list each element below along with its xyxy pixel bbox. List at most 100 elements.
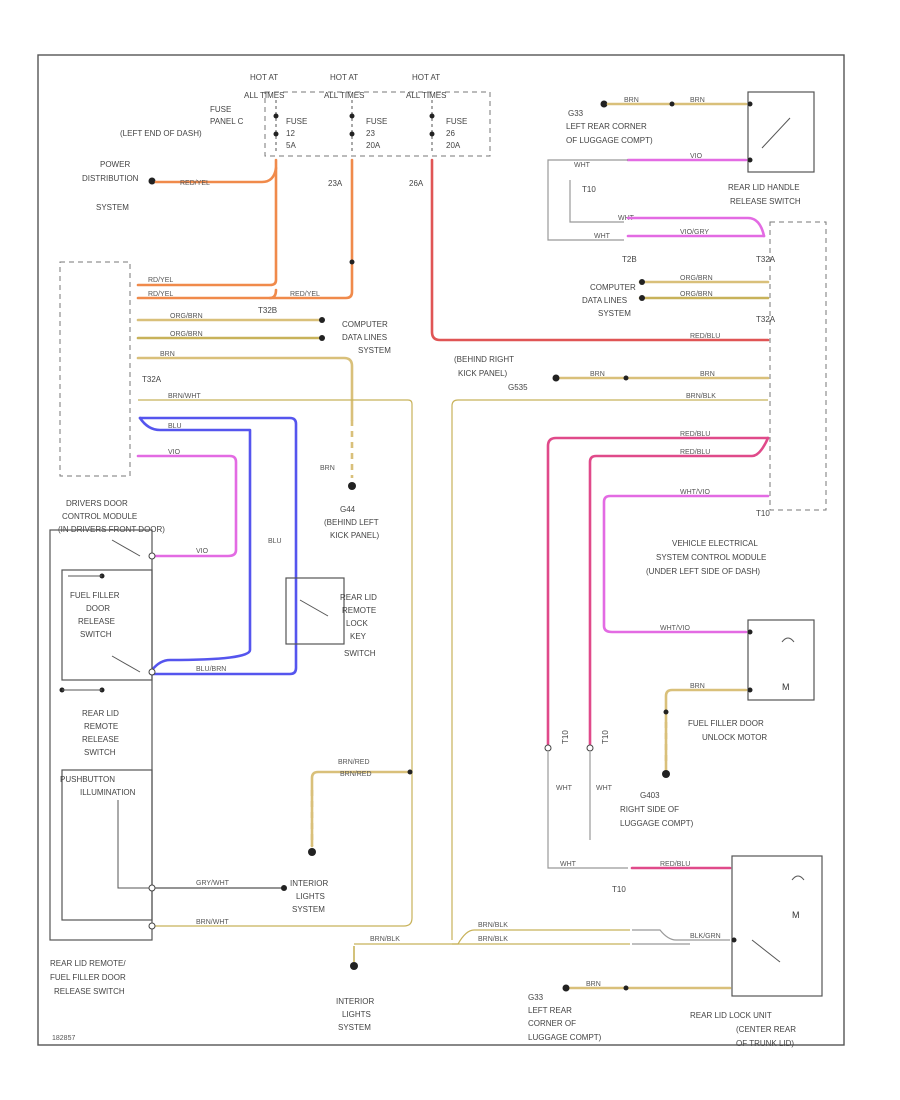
computer-data-right-l3: SYSTEM: [598, 309, 631, 318]
fuse-panel-l2: PANEL C: [210, 117, 244, 126]
hot-at-2-l2: ALL TIMES: [324, 91, 364, 100]
wire-label-red-yel-1: RED/YEL: [180, 180, 210, 187]
wire-label-brn-blk-4: BRN/BLK: [478, 936, 508, 943]
hot-at-1-l2: ALL TIMES: [244, 91, 284, 100]
conn-t32a-left: T32A: [142, 375, 162, 384]
pushbutton-l2: ILLUMINATION: [80, 788, 136, 797]
wire-label-red-yel-2: RD/YEL: [148, 277, 173, 284]
key-switch-l4: KEY: [350, 632, 367, 641]
fuel-motor-l2: UNLOCK MOTOR: [702, 733, 767, 742]
lock-motor-m: M: [792, 910, 800, 920]
ground-right-lug-l3: LUGGAGE COMPT): [620, 819, 694, 828]
lock-unit-l1: REAR LID LOCK UNIT: [690, 1011, 772, 1020]
vesm-l3: (UNDER LEFT SIDE OF DASH): [646, 567, 760, 576]
wire-label-org-brn-4: ORG/BRN: [680, 291, 713, 298]
fuse-12-name: FUSE: [286, 117, 307, 126]
pushbutton-l1: PUSHBUTTON: [60, 775, 115, 784]
vesm-l1: VEHICLE ELECTRICAL: [672, 539, 758, 548]
wire-label-wht-vio-2: WHT/VIO: [660, 625, 690, 632]
fuse-23-name: FUSE: [366, 117, 387, 126]
fuse-panel-l1: FUSE: [210, 105, 231, 114]
wire-label-brn-blk-2: BRN/BLK: [370, 936, 400, 943]
ground-left-rear-l1: G33: [568, 109, 584, 118]
wire-label-org-brn-3: ORG/BRN: [680, 275, 713, 282]
fuse-12-amp: 5A: [286, 141, 296, 150]
ground-left-rear-b-l4: LUGGAGE COMPT): [528, 1033, 602, 1042]
ground-right-kick-l3: G535: [508, 383, 528, 392]
wire-label-red-blu-3: RED/BLU: [680, 449, 710, 456]
wire-label-red-blu-2: RED/BLU: [680, 431, 710, 438]
handle-switch-l1: REAR LID HANDLE: [728, 183, 800, 192]
wire-label-brn-4: BRN: [690, 97, 705, 104]
driver-module-l2: CONTROL MODULE: [62, 512, 137, 521]
ground-left-rear-b-l3: CORNER OF: [528, 1019, 576, 1028]
wire-label-brn-7: BRN: [690, 683, 705, 690]
fuse-23-amp: 20A: [366, 141, 381, 150]
remote-switch-l1: REAR LID: [82, 709, 119, 718]
fuse-12-num: 12: [286, 129, 295, 138]
ground-left-rear-b-l2: LEFT REAR: [528, 1006, 572, 1015]
fuse-23-num: 23: [366, 129, 375, 138]
wire-label-gry-wht: GRY/WHT: [196, 880, 230, 887]
wire-label-brn-wht-1: BRN/WHT: [168, 393, 201, 400]
wire-label-red-blu-4: RED/BLU: [660, 861, 690, 868]
wire-label-red-yel-4: RED/YEL: [290, 291, 320, 298]
wire-label-wht-5: WHT: [596, 785, 613, 792]
wire-label-brn-blk-1: BRN/BLK: [686, 393, 716, 400]
fuel-motor-box: [747, 619, 815, 701]
key-switch-l3: LOCK: [346, 619, 368, 628]
fuse-panel-l3: (LEFT END OF DASH): [120, 129, 202, 138]
wire-label-vio-3: VIO: [690, 153, 703, 160]
driver-module-l1: DRIVERS DOOR: [66, 499, 128, 508]
wire-label-brn-8: BRN: [586, 981, 601, 988]
vesm-box: [769, 221, 827, 511]
interior-bottom-l2: LIGHTS: [342, 1010, 371, 1019]
wire-label-brn-red-2: BRN/RED: [340, 771, 372, 778]
computer-data-left-l2: DATA LINES: [342, 333, 387, 342]
ground-right-lug-l2: RIGHT SIDE OF: [620, 805, 679, 814]
drivers-door-control-module-box: [59, 261, 131, 477]
rear-lid-key-switch-box: [285, 577, 345, 645]
fuse-26-name: FUSE: [446, 117, 467, 126]
hot-at-2-l1: HOT AT: [330, 73, 358, 82]
wire-label-vio-grn: VIO/GRY: [680, 229, 709, 236]
rear-lid-remote-switch: REAR LID REMOTE RELEASE SWITCH: [59, 655, 156, 757]
wire-label-brn-6: BRN: [700, 371, 715, 378]
fuel-motor-l1: FUEL FILLER DOOR: [688, 719, 764, 728]
fuse-block: HOT AT ALL TIMES HOT AT ALL TIMES HOT AT…: [120, 73, 491, 188]
conn-t10-a: T10: [582, 185, 596, 194]
ground-right-kick-l1: (BEHIND RIGHT: [454, 355, 514, 364]
rear-lid-handle-switch-box: [747, 91, 815, 173]
key-switch-l5: SWITCH: [344, 649, 376, 658]
wire-label-brn-wht-2: BRN/WHT: [196, 919, 229, 926]
wire-label-blk-grn: BLK/GRN: [690, 933, 721, 940]
conn-t10-b: T10: [561, 730, 570, 744]
wire-label-blu-1: BLU: [168, 423, 182, 430]
fuel-switch-l4: SWITCH: [80, 630, 112, 639]
lock-unit-l3: OF TRUNK LID): [736, 1039, 794, 1048]
ground-left-l3: KICK PANEL): [330, 531, 380, 540]
inner-switch-box: [61, 569, 153, 681]
interior-bottom-l1: INTERIOR: [336, 997, 374, 1006]
key-switch-l1: REAR LID: [340, 593, 377, 602]
computer-data-left-l3: SYSTEM: [358, 346, 391, 355]
hot-at-1-l1: HOT AT: [250, 73, 278, 82]
power-dist-l1: POWER: [100, 160, 130, 169]
conn-t10-d: T10: [612, 885, 626, 894]
wire-label-org-brn-2: ORG/BRN: [170, 331, 203, 338]
fuel-switch-l3: RELEASE: [78, 617, 115, 626]
wire-label-brn-blk-3: BRN/BLK: [478, 922, 508, 929]
wire-label-red-blu-1: RED/BLU: [690, 333, 720, 340]
wire-label-brn-5: BRN: [590, 371, 605, 378]
combo-switch-l2: FUEL FILLER DOOR: [50, 973, 126, 982]
ground-right-kick-l2: KICK PANEL): [458, 369, 508, 378]
fuel-filler-switch: FUEL FILLER DOOR RELEASE SWITCH: [68, 539, 156, 639]
wire-label-vio-1: VIO: [168, 449, 181, 456]
wire-label-wht-2: WHT: [594, 233, 611, 240]
motor-symbol-m: M: [782, 682, 790, 692]
wire-label-red-yel-3: RD/YEL: [148, 291, 173, 298]
wire-label-brn-red-1: BRN/RED: [338, 759, 370, 766]
vesm-l2: SYSTEM CONTROL MODULE: [656, 553, 766, 562]
remote-switch-l4: SWITCH: [84, 748, 116, 757]
